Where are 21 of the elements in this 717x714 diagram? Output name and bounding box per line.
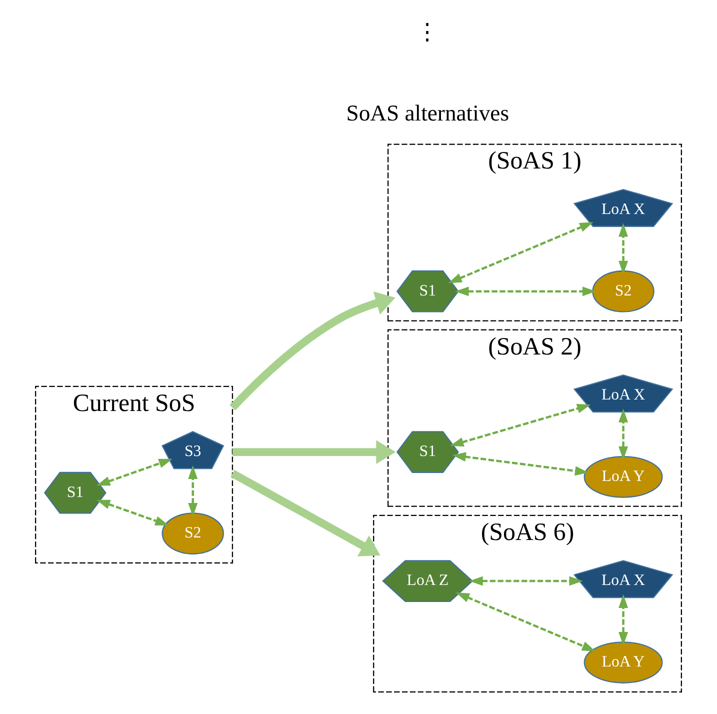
arrow [455, 286, 596, 296]
arrow [232, 440, 396, 464]
node-ellipse: LoA Y [584, 456, 663, 498]
label: SoAS alternatives [346, 100, 510, 126]
label: ⋮ [416, 19, 440, 44]
node-ellipse: S2 [162, 512, 224, 554]
arrow [230, 470, 380, 556]
arrow [96, 500, 169, 526]
node-ellipse: S2 [592, 270, 654, 312]
arrow [618, 223, 628, 274]
node-ellipse: LoA Y [584, 642, 663, 684]
arrow [450, 404, 591, 447]
arrow [188, 465, 198, 517]
arrow [456, 592, 596, 652]
arrow [96, 458, 172, 486]
arrow [452, 452, 589, 476]
arrow [618, 594, 628, 646]
arrow [448, 222, 594, 284]
arrow [469, 576, 583, 586]
arrow [230, 292, 396, 410]
arrow [618, 408, 628, 460]
